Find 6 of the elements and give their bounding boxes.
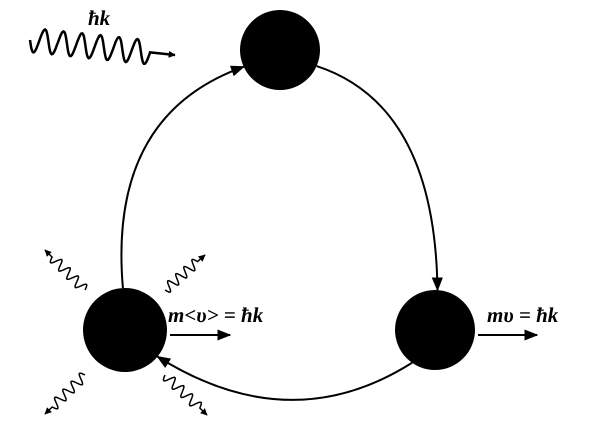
curved-arrow xyxy=(156,356,413,401)
curved-arrow xyxy=(120,66,245,288)
momentum-label: mυ = ħk xyxy=(487,305,558,326)
momentum-label: ħk xyxy=(88,8,110,29)
curved-arrow xyxy=(316,65,443,292)
momentum-label: m<υ> = ħk xyxy=(168,305,264,326)
